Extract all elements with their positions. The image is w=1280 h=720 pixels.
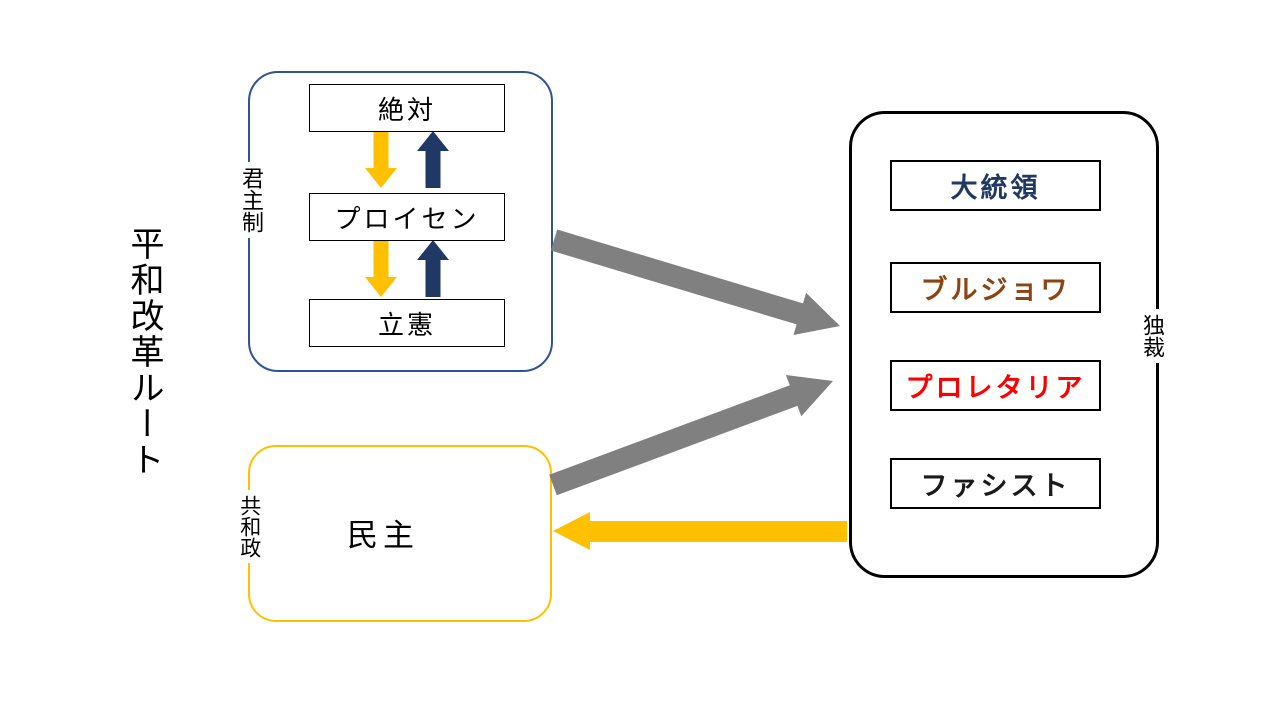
dictatorship-group-label: 独裁 [1136,309,1166,363]
node-prussian-monarchy: プロイセン [309,193,505,241]
up-arrow-prussian-to-absolute [417,131,449,188]
node-constitutional-monarchy: 立憲 [309,299,505,347]
monarchy-group-label: 君主制 [235,162,265,238]
down-arrow-absolute-to-prussian [365,131,397,188]
node-democracy: 民主 [347,517,419,554]
page-title: 平和改革ルート [124,226,164,478]
republic-group-box [248,445,552,622]
node-proletarian: プロレタリア [890,360,1101,411]
republic-group-label: 共和政 [235,490,264,563]
gray-arrow-monarchy-to-dictatorship [550,229,840,335]
node-presidential: 大統領 [890,160,1101,211]
up-arrow-constitutional-to-prussian [417,240,449,297]
gray-arrow-republic-to-dictatorship [549,375,833,496]
node-bourgeois: ブルジョワ [890,262,1101,313]
down-arrow-prussian-to-constitutional [365,240,397,297]
yellow-arrow-dictatorship-to-republic [553,512,847,550]
node-absolute-monarchy: 絶対 [309,84,505,132]
node-fascist: ファシスト [890,458,1101,509]
